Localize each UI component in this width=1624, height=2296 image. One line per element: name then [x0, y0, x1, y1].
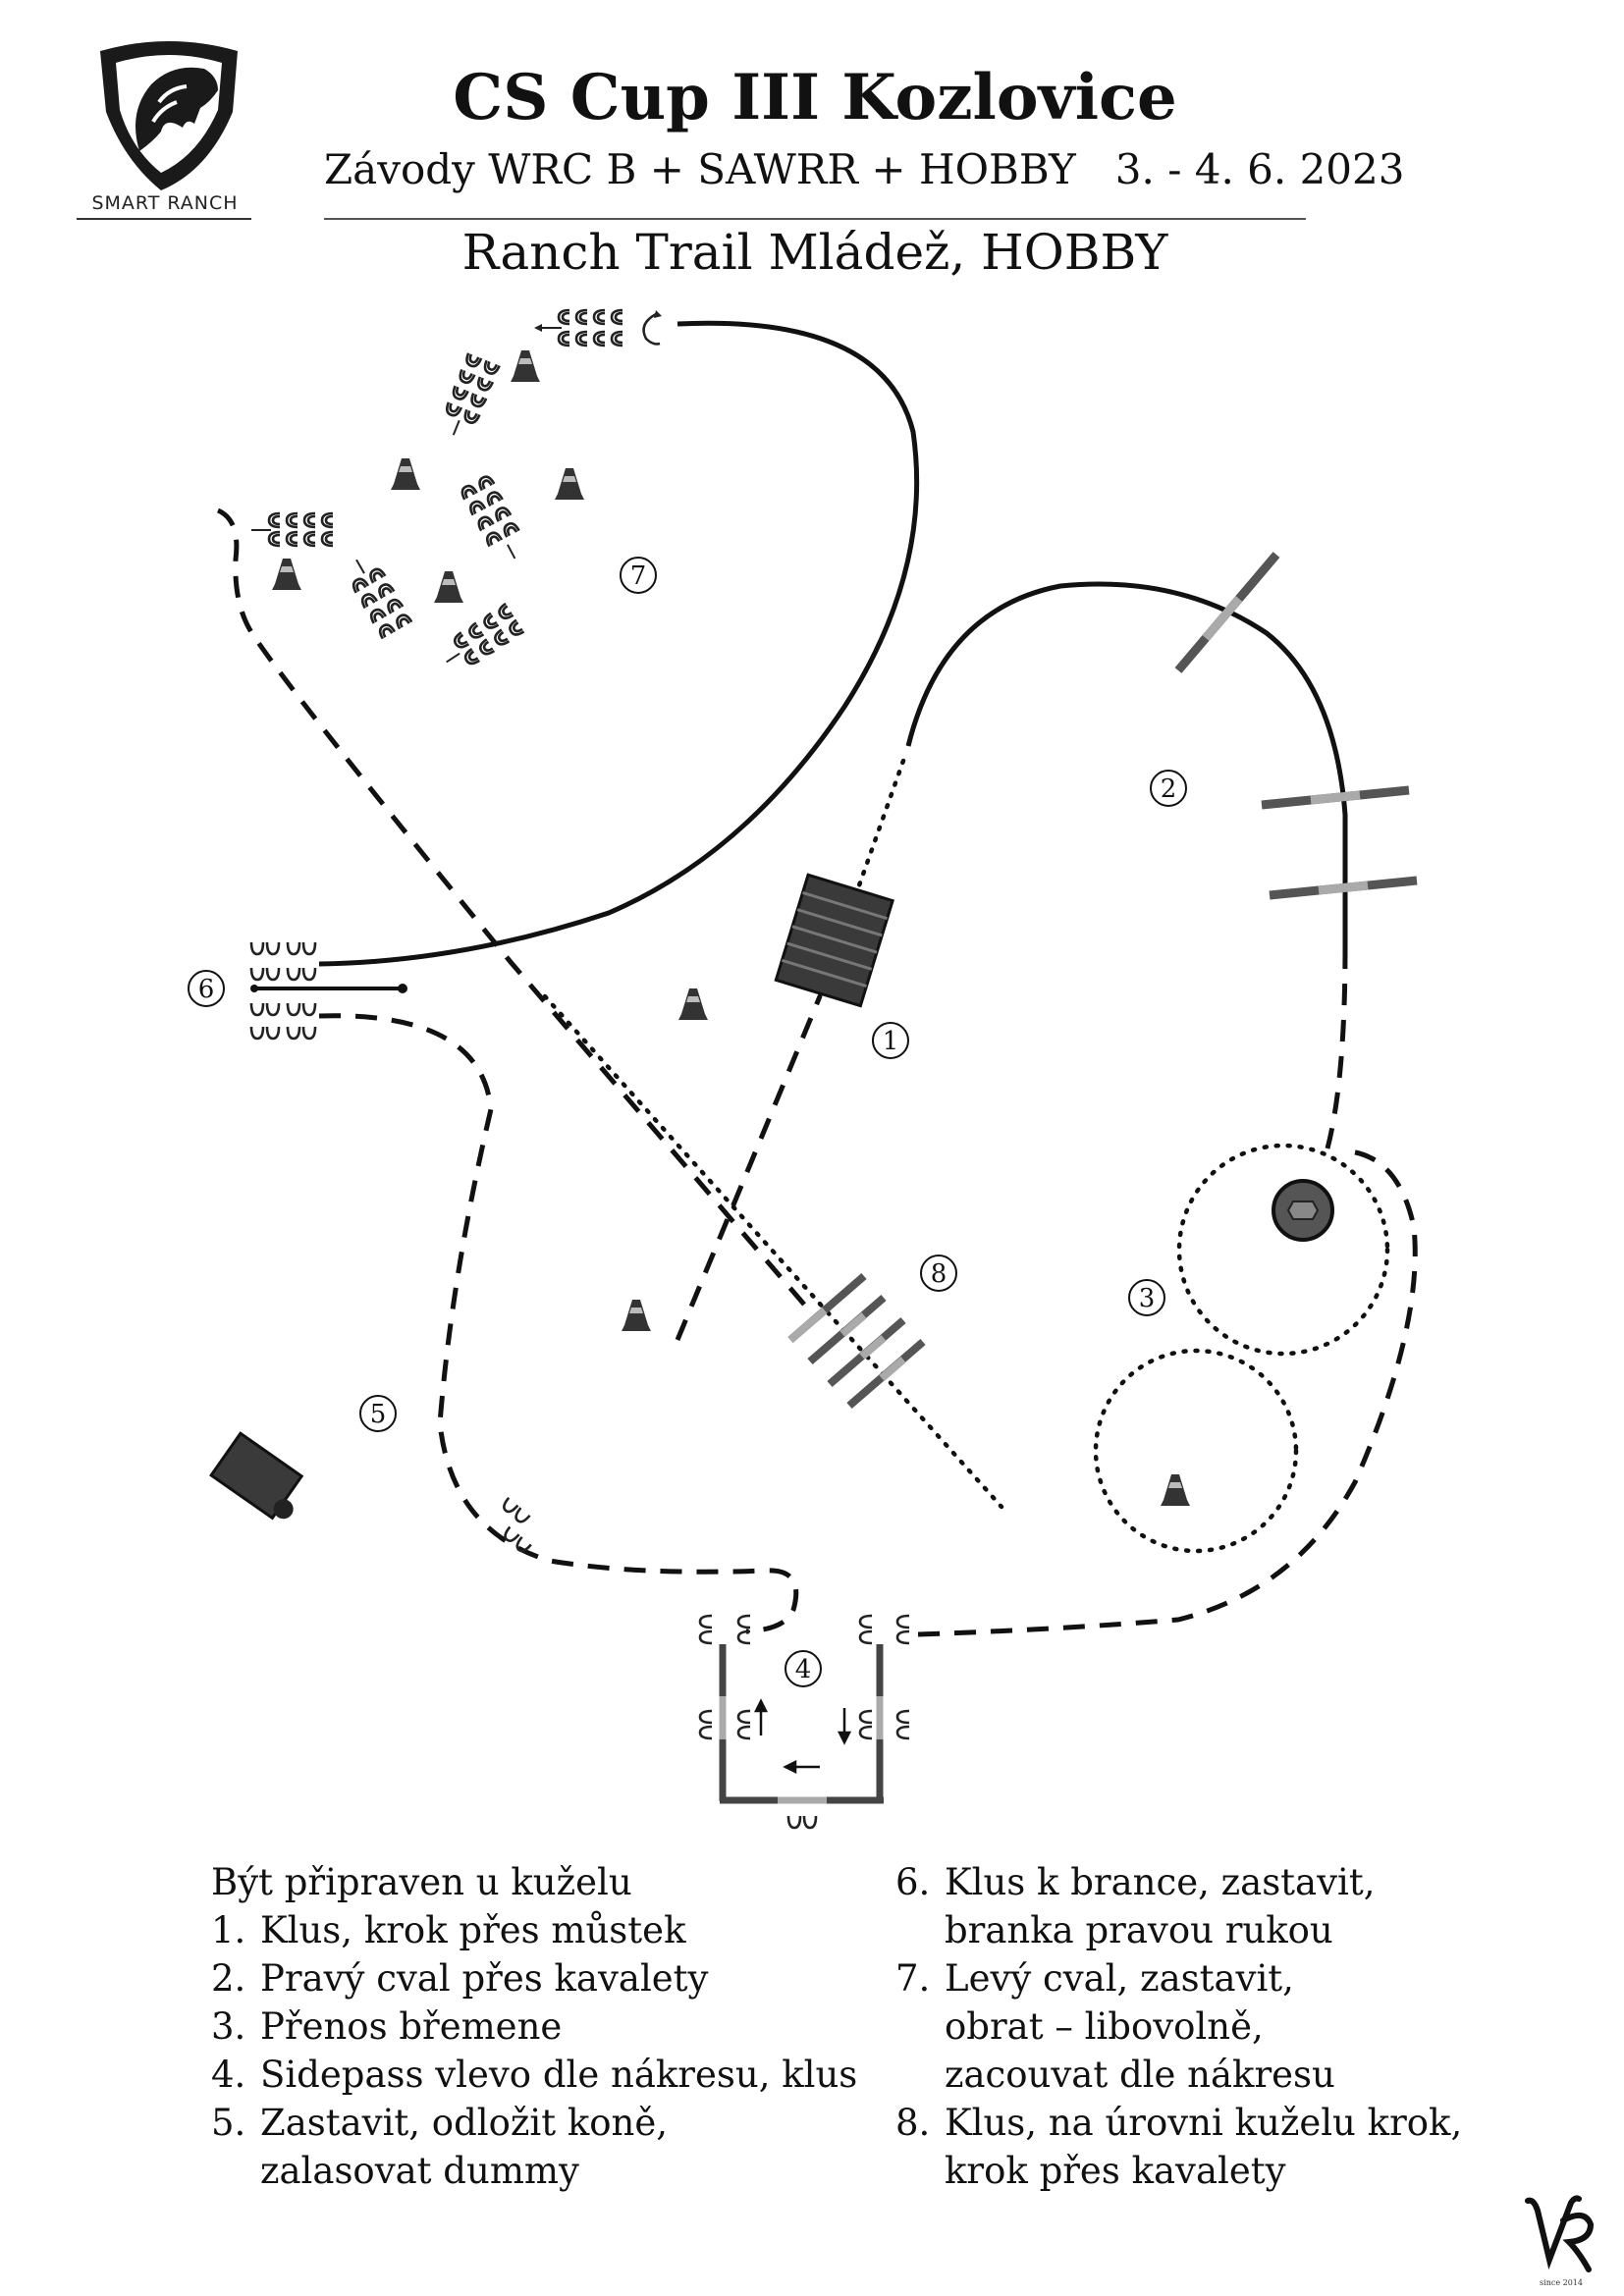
- station-marker-5: 5: [359, 1395, 397, 1432]
- sidepass-hoofprints-bottom: [786, 1814, 818, 1830]
- backup-track-diagonal: [443, 351, 501, 436]
- station-marker-8: 8: [920, 1255, 957, 1292]
- smart-ranch-logo: [100, 41, 238, 190]
- instruction-intro-text: Být připraven u kuželu: [211, 1861, 632, 1903]
- path-7-canter: [318, 320, 920, 967]
- instruction-item: 3.Přenos břemene: [211, 2005, 563, 2048]
- cavaletti-8: [787, 1272, 926, 1410]
- instruction-item: 2.Pravý cval přes kavalety: [211, 1957, 709, 2000]
- station-marker-6: 6: [188, 970, 225, 1007]
- cone: [622, 1300, 651, 1331]
- station-marker-7: 7: [620, 557, 657, 594]
- logo-underline: [77, 218, 251, 220]
- station-number-2: 2: [1161, 774, 1177, 804]
- instruction-item: 8.Klus, na úrovni kuželu krok,: [895, 2102, 1463, 2144]
- station-number-1: 1: [883, 1027, 899, 1056]
- cone: [555, 468, 584, 500]
- barrel-obstacle: [1272, 1179, 1334, 1242]
- station-number-8: 8: [931, 1259, 947, 1289]
- instruction-continuation: zacouvat dle nákresu: [945, 2054, 1335, 2096]
- station-marker-3: 3: [1128, 1279, 1165, 1316]
- station-number-3: 3: [1139, 1284, 1156, 1313]
- sidepass-arrows: [753, 1698, 852, 1775]
- cone: [434, 571, 463, 603]
- instruction-item: 4.Sidepass vlevo dle nákresu, klus: [211, 2054, 858, 2096]
- path-1-trot: [675, 995, 823, 1341]
- station-number-6: 6: [198, 975, 215, 1004]
- station-number-4: 4: [795, 1655, 812, 1684]
- sidepass-poles: [719, 1644, 884, 1804]
- page-title: CS Cup III Kozlovice: [453, 61, 1177, 134]
- path-2-canter: [905, 581, 1348, 947]
- backup-track-middle: [458, 472, 520, 560]
- cone: [272, 559, 301, 590]
- lasso-hoofprints: [500, 1496, 533, 1555]
- backup-track-left: [251, 511, 335, 548]
- dummy-box: [209, 1431, 304, 1521]
- instruction-item: 7.Levý cval, zastavit,: [895, 1957, 1294, 2000]
- station-number-7: 7: [630, 561, 647, 591]
- instruction-item: 6.Klus k brance, zastavit,: [895, 1861, 1376, 1903]
- cone: [678, 988, 708, 1020]
- instruction-item: 5.Zastavit, odložit koně,: [211, 2102, 669, 2144]
- instruction-continuation: krok přes kavalety: [945, 2150, 1286, 2192]
- station-number-5: 5: [370, 1400, 387, 1429]
- path-3-circle-top: [1176, 1143, 1390, 1357]
- station-marker-4: 4: [785, 1650, 822, 1687]
- instruction-continuation: obrat – libovolně,: [945, 2005, 1264, 2048]
- path-4-trot: [917, 1148, 1418, 1637]
- instructions-right: 6.Klus k brance, zastavit, branka pravou…: [895, 1858, 1462, 2195]
- station-markers: 1 2 3 4 5 6 7 8: [188, 557, 1187, 1687]
- vr-signature-logo: since 2014: [1525, 2195, 1595, 2287]
- logo-text: SMART RANCH: [91, 192, 239, 214]
- cone: [511, 350, 540, 382]
- instruction-intro: Být připraven u kuželu: [211, 1858, 857, 1906]
- backup-track-lower-left: [349, 559, 413, 640]
- header-divider: [324, 218, 1306, 220]
- instruction-continuation: branka pravou rukou: [945, 1909, 1333, 1951]
- instruction-continuation: zalasovat dummy: [260, 2150, 579, 2192]
- path-3-circle-bottom: [1093, 1348, 1299, 1554]
- backup-track-lower-right: [446, 602, 525, 668]
- path-2-transition: [1325, 946, 1348, 1149]
- bridge-obstacle: [774, 873, 894, 1008]
- backup-track-top: [534, 308, 662, 347]
- cone: [391, 458, 420, 490]
- gate-obstacle: [250, 984, 407, 993]
- cavaletti-2: [1174, 552, 1418, 900]
- station-marker-2: 2: [1150, 770, 1187, 807]
- path-8-walk: [542, 993, 1004, 1510]
- instruction-item: 1.Klus, krok přes můstek: [211, 1909, 686, 1951]
- path-7-backup: [216, 507, 807, 1308]
- cone: [1161, 1474, 1190, 1506]
- class-heading: Ranch Trail Mládež, HOBBY: [461, 224, 1168, 281]
- path-5-trot: [318, 1013, 799, 1634]
- svg-text:since 2014: since 2014: [1540, 2278, 1583, 2287]
- station-marker-1: 1: [872, 1022, 909, 1059]
- instructions-left: Být připraven u kuželu 1.Klus, krok přes…: [211, 1858, 857, 2195]
